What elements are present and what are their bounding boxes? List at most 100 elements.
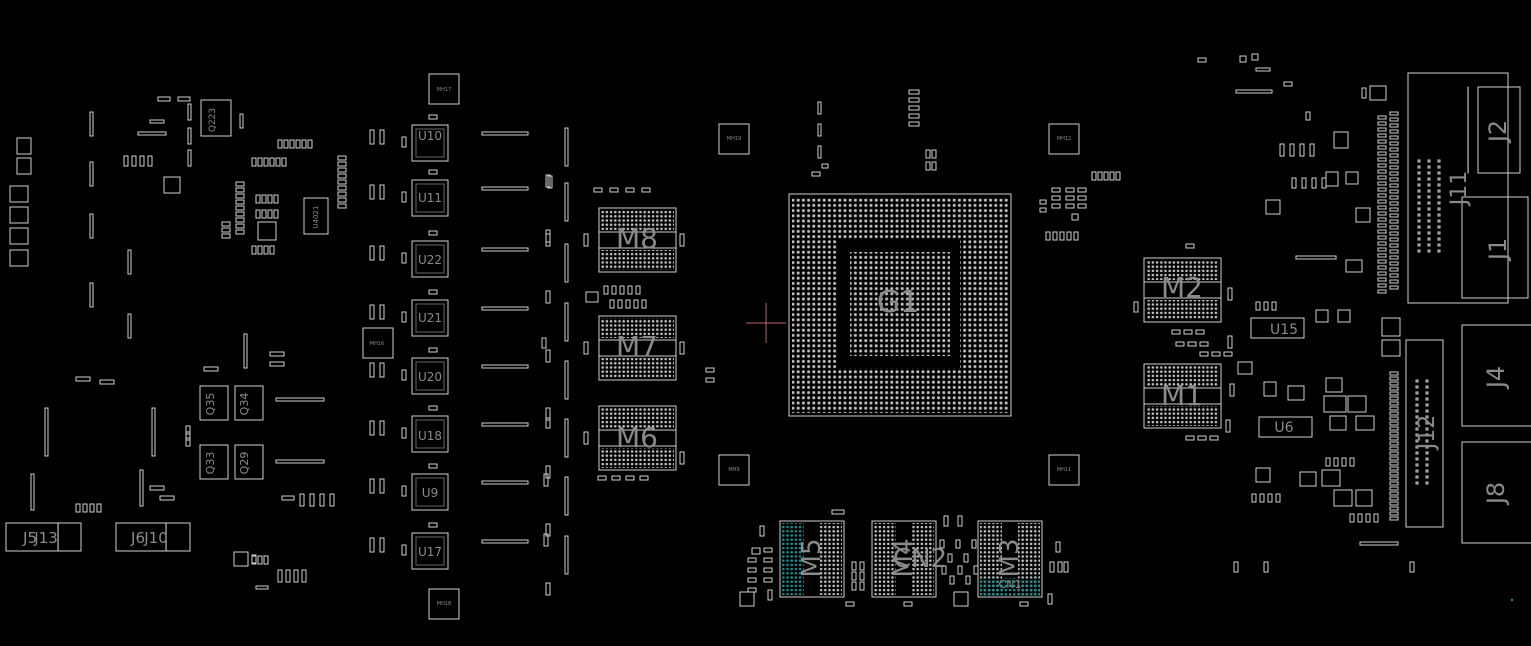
j12-side-8	[1389, 411, 1399, 416]
r-ag	[1355, 489, 1373, 507]
j11-pin-13-0	[1417, 237, 1421, 241]
label-m1: M1	[1161, 379, 1203, 412]
r-c	[1359, 541, 1399, 546]
mem-cap-b-0	[597, 475, 607, 481]
r-cap-c-1	[1259, 493, 1265, 503]
j11-side2-20	[1377, 235, 1387, 240]
label-mh11: MH11	[1057, 467, 1071, 473]
r-z	[1355, 415, 1375, 431]
m4-pads-left	[874, 523, 896, 595]
j11-side-18	[1389, 219, 1399, 224]
mem-cap-a-0	[593, 187, 603, 193]
mem-cap-a-1	[609, 187, 619, 193]
vrm-cap-b-4	[379, 362, 385, 378]
g1-right-row2-2	[1059, 231, 1065, 241]
r-cap-a-1	[1289, 143, 1295, 157]
j11-outline	[1407, 72, 1509, 304]
j11-side-17	[1389, 213, 1399, 218]
cap-col-c-1	[221, 227, 231, 233]
j12-pin-5-0	[1415, 409, 1419, 413]
j12-pin-2-0	[1415, 391, 1419, 395]
mh17-pad	[428, 73, 460, 105]
cap-row-d-0	[255, 209, 261, 219]
cap-row-a-3	[295, 139, 301, 149]
r-ab	[1381, 339, 1401, 357]
r-cap-b-0	[1291, 177, 1297, 189]
g1-r-col-2	[1051, 203, 1061, 209]
j4-outline	[1461, 324, 1531, 427]
vrm-inductor-5	[481, 422, 529, 427]
g1-r-col3-1	[1077, 195, 1087, 201]
j11-side2-6	[1377, 151, 1387, 156]
vrm-bar-0	[564, 127, 569, 167]
left-part-i	[233, 551, 249, 567]
vrm-cap-a-7	[369, 537, 375, 553]
j11-side2-10	[1377, 175, 1387, 180]
r-cap-e-0	[1349, 513, 1355, 523]
q35-outline	[199, 385, 229, 421]
j11-side2-1	[1377, 121, 1387, 126]
cap-row-b-0	[251, 157, 257, 167]
cap-row-a-0	[277, 139, 283, 149]
r-s	[1237, 361, 1253, 375]
j12-side-13	[1389, 436, 1399, 441]
bc-j-1	[851, 571, 857, 581]
j12-side-14	[1389, 441, 1399, 446]
left-passive-28	[159, 495, 175, 501]
label-j13: J13	[33, 529, 58, 547]
vrm-small-5	[428, 405, 438, 411]
j11-side-3	[1389, 129, 1399, 134]
j11-pin-14-2	[1437, 243, 1441, 247]
label-u18: U18	[418, 429, 442, 443]
label-cn1: CN1	[999, 578, 1022, 591]
r-cap-c-0	[1251, 493, 1257, 503]
r-cap-d-0	[1325, 457, 1331, 467]
j11-side-14	[1389, 195, 1399, 200]
vrm-small-0	[428, 114, 438, 120]
j11-pin-2-2	[1437, 171, 1441, 175]
vrm-chip-6	[411, 473, 449, 511]
label-j1: J1	[1484, 238, 1512, 262]
j11-pin-3-2	[1437, 177, 1441, 181]
j11-side-16	[1389, 207, 1399, 212]
left-passive-14	[149, 119, 165, 124]
cap-row-e-3	[269, 245, 275, 255]
j12-pin-11-1	[1425, 445, 1429, 449]
label-m2: M2	[1161, 271, 1203, 304]
r-cap-e-3	[1373, 513, 1379, 523]
j12-side-17	[1389, 456, 1399, 461]
j11-side2-8	[1377, 163, 1387, 168]
bc-g	[845, 601, 855, 607]
g1-top-4	[811, 171, 821, 177]
left-part-e	[16, 137, 32, 155]
bc-i	[1019, 601, 1029, 607]
j12-outline	[1405, 339, 1444, 528]
g1-r-col2-2	[1065, 203, 1075, 209]
bc-h	[903, 601, 913, 607]
g1-c-a	[925, 149, 931, 159]
left-passive-26	[255, 585, 269, 590]
vrm-bar-6	[564, 476, 569, 516]
j12-pin-6-1	[1425, 415, 1429, 419]
g1-outline	[788, 193, 1012, 417]
j12-pin-15-1	[1425, 469, 1429, 473]
bc-n	[943, 515, 949, 527]
bc-m-3	[965, 575, 971, 585]
label-m4: M4	[889, 539, 919, 578]
cap-row-a-4	[301, 139, 307, 149]
r-ac	[1255, 467, 1271, 483]
g1-top-0	[817, 101, 822, 115]
j11-side-25	[1389, 261, 1399, 266]
j12-pin-4-0	[1415, 403, 1419, 407]
j2-outline	[1477, 86, 1521, 174]
cap-col-a-7	[337, 197, 347, 203]
vrm-small-6	[428, 463, 438, 469]
m-mid-e-2	[1271, 301, 1277, 311]
bc-l-4	[971, 539, 977, 549]
m2-pads-top	[1146, 260, 1219, 280]
bc-m-4	[973, 565, 979, 575]
vrm-inductor-1	[481, 186, 529, 191]
cap-row-i-3	[329, 493, 335, 507]
vrm-res-7	[545, 582, 551, 596]
left-passive-2	[89, 213, 94, 239]
